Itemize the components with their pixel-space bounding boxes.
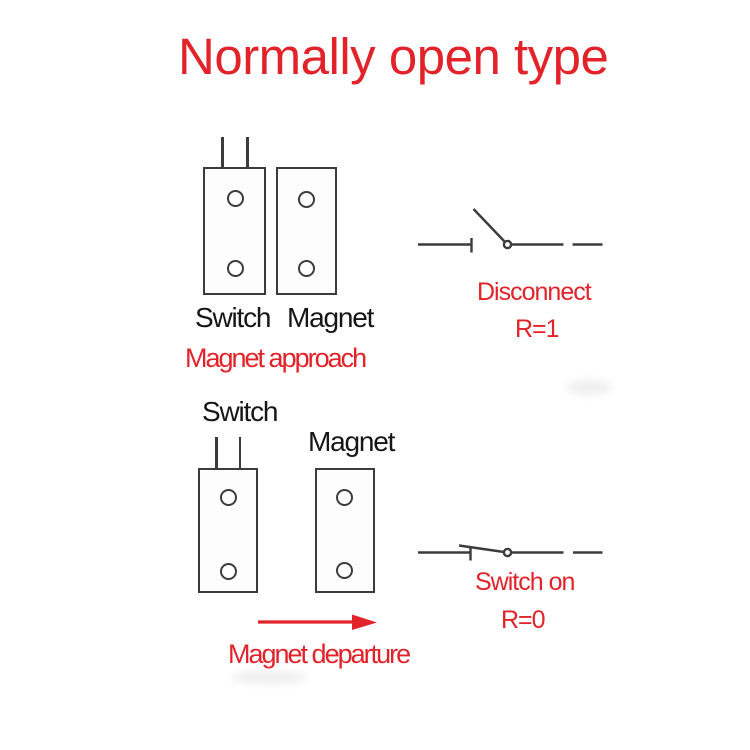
magnet-label-top: Magnet xyxy=(287,302,374,333)
switch-pin-left xyxy=(221,137,224,168)
screw-hole xyxy=(297,190,315,208)
switch-label-top: Switch xyxy=(195,302,271,333)
arrow-right-icon xyxy=(258,614,377,630)
screw-hole xyxy=(220,562,237,580)
bottom-caption: Magnet departure xyxy=(228,639,411,669)
top-caption: Magnet approach xyxy=(185,343,367,373)
bottom-result-label: Switch on xyxy=(475,568,575,596)
screw-hole xyxy=(226,189,244,207)
switch-pin-right xyxy=(246,137,249,168)
page-title: Normally open type xyxy=(178,28,609,85)
magnet-label-bottom: Magnet xyxy=(308,426,395,457)
watermark-smudge xyxy=(230,671,308,684)
open-switch-icon xyxy=(418,208,603,253)
switch-pin-right xyxy=(238,437,242,469)
screw-hole xyxy=(336,562,353,579)
bottom-result-value: R=0 xyxy=(501,606,546,634)
watermark-smudge xyxy=(566,380,612,395)
screw-hole xyxy=(220,488,237,506)
screw-hole xyxy=(226,259,244,277)
switch-pin-left xyxy=(215,437,218,469)
screw-hole xyxy=(297,259,315,277)
switch-label-bottom: Switch xyxy=(202,396,278,427)
top-result-value: R=1 xyxy=(515,315,560,343)
closed-switch-icon xyxy=(418,544,603,561)
screw-hole xyxy=(336,489,353,506)
top-result-label: Disconnect xyxy=(477,278,592,306)
